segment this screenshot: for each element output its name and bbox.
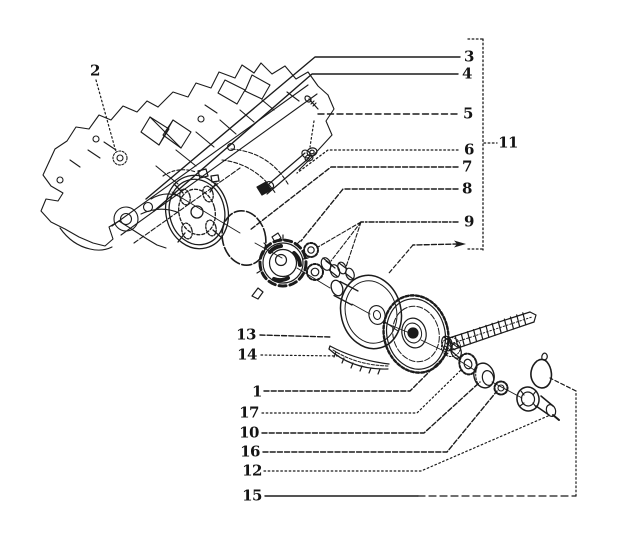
callout-15: 15	[242, 486, 262, 505]
assembly-axis	[171, 191, 523, 399]
drive-belt	[328, 311, 537, 375]
callout-7: 7	[462, 157, 472, 176]
callout-6: 6	[464, 140, 474, 159]
one-way-clutch-hub	[251, 232, 309, 300]
callout-14: 14	[237, 345, 257, 364]
crankcase-stud	[256, 149, 311, 196]
callout-2: 2	[90, 61, 100, 80]
leader-2	[95, 79, 117, 153]
pulley-shaft	[330, 279, 359, 306]
spline-bush	[441, 335, 462, 359]
leader-6	[296, 149, 459, 174]
fixed-pulley-half	[339, 274, 403, 350]
callout-8: 8	[462, 179, 472, 198]
drive-face-ring	[164, 168, 230, 250]
leader-5b	[309, 120, 315, 148]
callout-12: 12	[242, 461, 262, 480]
leader-11-assembly-diag	[388, 244, 414, 274]
star-washer	[493, 380, 509, 396]
leader-9-fork	[317, 221, 362, 268]
movable-pulley-half	[382, 294, 450, 374]
circlip	[530, 352, 553, 389]
set-screw	[304, 95, 319, 162]
callout-1: 1	[252, 382, 262, 401]
leader-14	[260, 354, 341, 357]
spacer-cup	[473, 362, 495, 389]
leader-7	[249, 166, 459, 231]
callout-3: 3	[464, 47, 474, 66]
group-bracket	[467, 38, 498, 251]
callout-16: 16	[240, 442, 260, 461]
splined-washer	[458, 352, 478, 376]
callout-4: 4	[462, 64, 472, 83]
engine-crankcase	[40, 62, 335, 251]
callout-11: 11	[498, 133, 518, 152]
leader-16	[262, 390, 498, 453]
leader-15-diag	[549, 377, 577, 392]
callout-5: 5	[463, 104, 473, 123]
leader-17	[261, 368, 463, 414]
callout-9: 9	[464, 212, 474, 231]
leader-8	[300, 188, 459, 242]
leader-1	[263, 352, 449, 392]
variator-rollers	[303, 242, 355, 281]
leader-4	[153, 73, 459, 212]
callout-10: 10	[239, 423, 259, 442]
o-ring-gasket	[221, 210, 267, 266]
callout-13: 13	[236, 325, 256, 344]
leader-lines	[95, 56, 577, 497]
leader-10	[261, 381, 481, 434]
leader-13	[259, 334, 331, 338]
leader-11-assembly	[412, 243, 459, 246]
assembly-arrowhead	[454, 240, 466, 248]
callout-17: 17	[239, 403, 259, 422]
leader-3	[145, 56, 461, 200]
leader-12	[263, 415, 549, 472]
lock-nut	[516, 386, 560, 421]
